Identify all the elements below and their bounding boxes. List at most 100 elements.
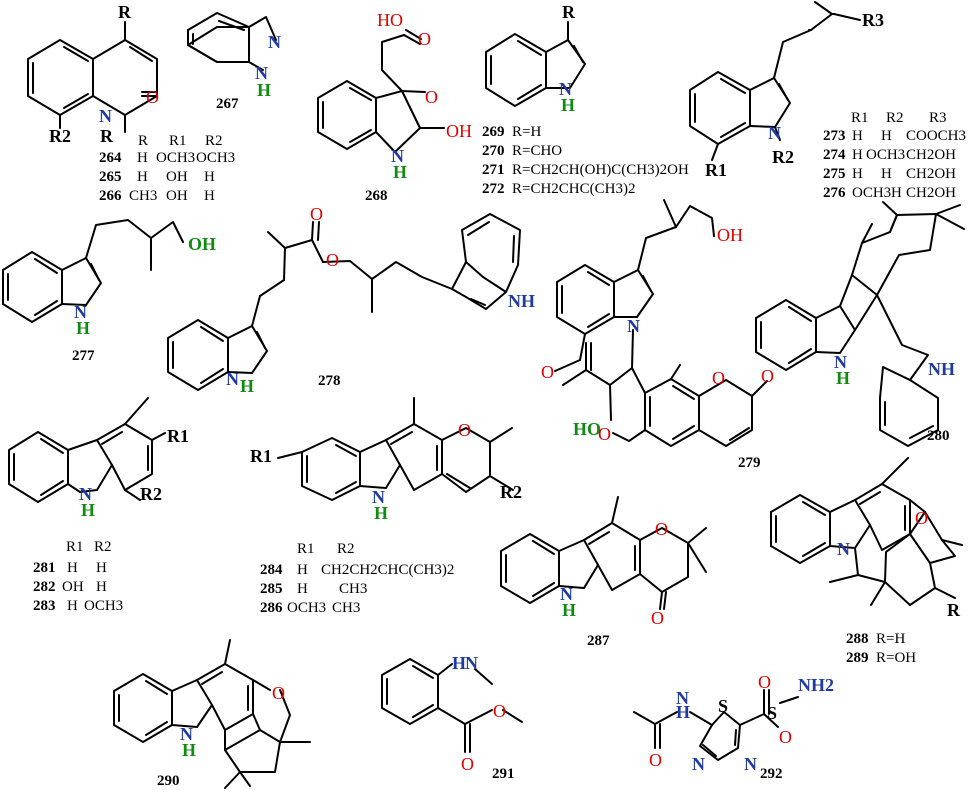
svg-text:CH3: CH3 [339, 581, 367, 597]
lactone-o-279: O [712, 368, 725, 388]
structure-287: O O N H 287 [500, 496, 707, 649]
svg-text:H: H [96, 560, 107, 576]
n-label-292: N [676, 688, 689, 708]
h-label-290: H [182, 740, 196, 760]
table-284: R1 R2 284 H CH2CH2CHC(CH3)2 285 H CH3 28… [260, 541, 454, 616]
nh-label: N [255, 63, 268, 83]
structure-288: O N R 288 R=H 289 R=OH [770, 457, 963, 666]
h-label-277: H [76, 318, 90, 338]
nh2-label-292: NH2 [798, 675, 834, 695]
nh-label-268: N [391, 146, 404, 166]
methoxy-o-279a: O [541, 362, 554, 382]
svg-text:R=CH2CHC(CH3)2: R=CH2CHC(CH3)2 [512, 181, 635, 197]
svg-text:278: 278 [318, 373, 341, 389]
svg-text:273: 273 [823, 128, 846, 144]
structure-281: R1 R2 N H R1 R2 281 H H 282 OH H 283 H O… [8, 397, 189, 614]
pyran-o-287: O [655, 519, 668, 539]
methoxy-o-279b: O [598, 424, 611, 444]
table-273: R1 R2 R3 273 H H COOCH3 274 H OCH3 CH2OH… [823, 110, 966, 201]
svg-text:R2: R2 [337, 541, 355, 557]
s-sulfonyl-292: S [767, 703, 777, 723]
r1-label-273: R1 [705, 160, 727, 180]
s-ring-292: S [718, 696, 728, 716]
svg-text:H: H [852, 147, 863, 163]
svg-text:OCH3: OCH3 [287, 600, 326, 616]
structure-279: OH N O HO O O O 279 [541, 199, 774, 471]
ho-label-279: HO [573, 419, 601, 439]
n-label-284: N [372, 487, 385, 507]
svg-text:286: 286 [260, 600, 283, 616]
svg-text:OCH3: OCH3 [196, 150, 235, 166]
svg-text:R: R [138, 133, 148, 149]
oh-label-279: OH [717, 225, 743, 245]
svg-text:R=CHO: R=CHO [512, 143, 562, 159]
n-ring-292b: N [744, 754, 757, 774]
structure-284: R1 O R2 N H R1 R2 284 H CH2CH2CHC(CH3)2 … [250, 397, 522, 616]
svg-text:OCH3: OCH3 [852, 185, 891, 201]
nh-label-292: H [676, 702, 690, 722]
svg-text:H: H [204, 169, 215, 185]
svg-text:R1: R1 [169, 133, 187, 149]
r-label-269: R [562, 2, 576, 22]
oh-label: OH [446, 121, 472, 141]
oh-label-277: OH [188, 234, 216, 254]
svg-text:265: 265 [99, 169, 122, 185]
structure-278: O O N H NH 278 [167, 204, 535, 396]
svg-text:H: H [137, 169, 148, 185]
svg-text:H: H [881, 166, 892, 182]
svg-text:OCH3: OCH3 [866, 147, 905, 163]
n-label-288: N [837, 539, 850, 559]
svg-text:CH2CH2CHC(CH3)2: CH2CH2CHC(CH3)2 [321, 562, 454, 578]
svg-text:CH2OH: CH2OH [906, 185, 956, 201]
svg-text:274: 274 [823, 147, 846, 163]
structure-290: O N H 290 [113, 639, 311, 789]
svg-text:268: 268 [365, 188, 388, 204]
h-label-280a: H [836, 368, 850, 388]
svg-text:R2: R2 [94, 539, 112, 555]
svg-text:R1: R1 [851, 110, 869, 126]
structure-267: N N H 267 [187, 12, 281, 112]
svg-text:OH: OH [62, 579, 84, 595]
svg-text:272: 272 [482, 181, 505, 197]
svg-text:H: H [67, 598, 78, 614]
carbonyl-o-292: O [649, 750, 662, 770]
structure-277: OH N H 277 [2, 219, 216, 364]
ether-o-288: O [915, 508, 928, 528]
r2-label-273: R2 [772, 147, 794, 167]
h-label-268: H [393, 162, 407, 182]
svg-text:264: 264 [99, 150, 122, 166]
o-sulfonyl-292a: O [758, 672, 771, 692]
n-label-290: N [180, 724, 193, 744]
ho-label: HO [377, 10, 403, 30]
svg-text:269: 269 [482, 124, 505, 140]
svg-text:OCH3: OCH3 [156, 150, 195, 166]
svg-text:R3: R3 [929, 110, 947, 126]
n-label-281: N [79, 484, 92, 504]
n-ring-292a: N [692, 754, 705, 774]
svg-text:R=H: R=H [512, 124, 541, 140]
n-label-279: N [627, 316, 640, 336]
n-label-277: N [74, 302, 87, 322]
h-label-269: H [561, 95, 575, 115]
carbonyl-o-label: O [418, 29, 431, 49]
svg-text:R1: R1 [66, 539, 84, 555]
svg-text:291: 291 [492, 766, 515, 782]
table-264: R R1 R2 264 H OCH3 OCH3 265 H OH H 266 C… [99, 133, 235, 204]
svg-text:H: H [137, 150, 148, 166]
r1-label-281: R1 [167, 426, 189, 446]
n-label-280a: N [834, 352, 847, 372]
r2-label-284: R2 [500, 482, 522, 502]
svg-text:270: 270 [482, 143, 505, 159]
structure-273: R3 N R2 R1 R1 R2 R3 273 H H COOCH3 274 H… [689, 1, 966, 201]
table-288: 288 R=H 289 R=OH [846, 631, 916, 666]
svg-text:CH3: CH3 [129, 188, 157, 204]
svg-text:287: 287 [587, 633, 610, 649]
svg-text:R=H: R=H [876, 631, 905, 647]
svg-text:279: 279 [738, 455, 761, 471]
svg-text:H: H [297, 581, 308, 597]
svg-text:281: 281 [33, 560, 56, 576]
ester-o-291: O [493, 701, 506, 721]
svg-text:R2: R2 [886, 110, 904, 126]
svg-text:CH3: CH3 [332, 600, 360, 616]
